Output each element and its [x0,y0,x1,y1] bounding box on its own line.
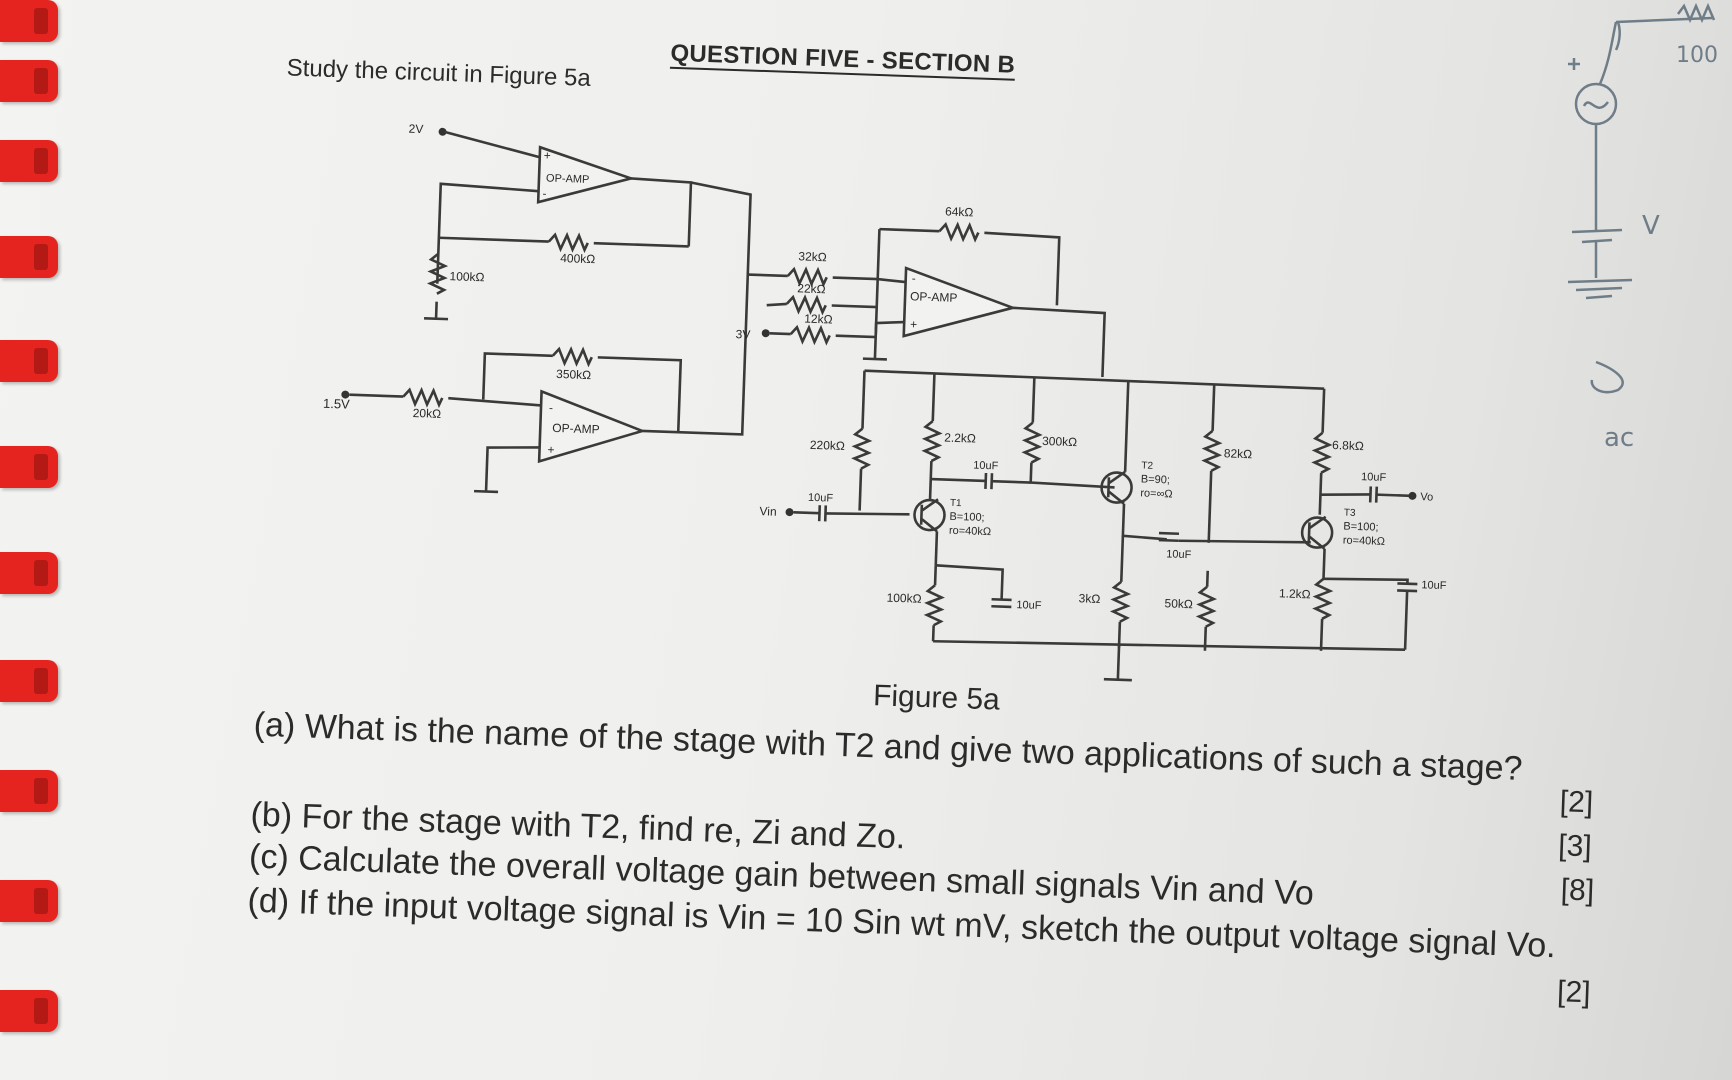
label-c2: 10uF [973,460,999,473]
label-3k: 3kΩ [1078,591,1100,606]
marks-c: [8] [1560,873,1595,908]
svg-text:-: - [542,186,546,200]
op-amp-1: OP-AMP + - [536,145,636,204]
svg-text:-: - [549,401,553,415]
label-t1-ro: ro=40kΩ [949,525,992,538]
label-100k-b: 100kΩ [886,591,921,606]
svg-text:+: + [547,443,554,457]
label-20k: 20kΩ [412,406,441,421]
marks-b: [3] [1557,829,1593,864]
svg-text:-: - [912,271,916,285]
transistor-t3 [1300,515,1334,550]
svg-text:+: + [544,148,551,162]
label-c4: 10uF [1166,548,1192,561]
label-1-5v: 1.5V [323,396,351,412]
label-64k: 64kΩ [945,204,974,219]
handwritten-sketch: 100 V ac [1567,2,1718,453]
label-100k-a: 100kΩ [449,269,484,284]
label-1-2k: 1.2kΩ [1279,586,1311,601]
transistor-t1 [913,498,946,533]
label-50k: 50kΩ [1164,596,1193,611]
op-amp-2: OP-AMP - + [537,389,647,464]
label-t3: T3 [1344,508,1356,519]
label-2v: 2V [408,122,423,137]
svg-text:OP-AMP: OP-AMP [910,289,958,305]
label-12k: 12kΩ [804,312,833,327]
marks-a: [2] [1559,785,1594,820]
label-c6: 10uF [1421,579,1447,592]
ac-source-sketch [1574,82,1618,126]
svg-text:OP-AMP: OP-AMP [546,172,590,186]
svg-text:+: + [910,317,917,331]
label-c5: 10uF [1361,471,1387,484]
label-32k: 32kΩ [798,249,827,264]
marks-d: [2] [1556,975,1592,1010]
label-300k: 300kΩ [1042,434,1077,449]
handwritten-v: V [1642,211,1660,241]
label-t2-ro: ro=∞Ω [1140,487,1173,500]
label-220k: 220kΩ [810,438,845,453]
transistor-t2 [1100,470,1133,505]
op-amp-3: OP-AMP - + [902,266,1018,338]
label-6-8k: 6.8kΩ [1332,438,1364,453]
label-t2-beta: B=90; [1141,473,1170,486]
label-c1: 10uF [808,492,834,505]
label-82k: 82kΩ [1224,446,1253,461]
label-vo: Vo [1420,491,1433,503]
svg-text:OP-AMP: OP-AMP [552,421,600,437]
label-350k: 350kΩ [556,367,591,382]
label-t1: T1 [950,498,962,509]
label-vin: Vin [759,504,777,519]
handwritten-100: 100 [1676,43,1718,68]
label-3v: 3V [735,327,750,342]
spiral-binding [0,0,60,1080]
label-t1-beta: B=100; [949,511,985,524]
label-400k: 400kΩ [560,251,595,266]
label-2-2k: 2.2kΩ [944,431,976,446]
label-c3: 10uF [1016,599,1042,612]
label-22k: 22kΩ [797,281,826,296]
circuit-figure: OP-AMP + - 2V 400kΩ 100kΩ OP-AMP - + [323,122,1447,682]
label-t3-ro: ro=40kΩ [1343,534,1386,547]
figure-caption: Figure 5a [872,679,1001,717]
handwritten-ac: ac [1604,423,1634,453]
label-t2: T2 [1141,460,1153,471]
label-t3-beta: B=100; [1343,520,1379,533]
